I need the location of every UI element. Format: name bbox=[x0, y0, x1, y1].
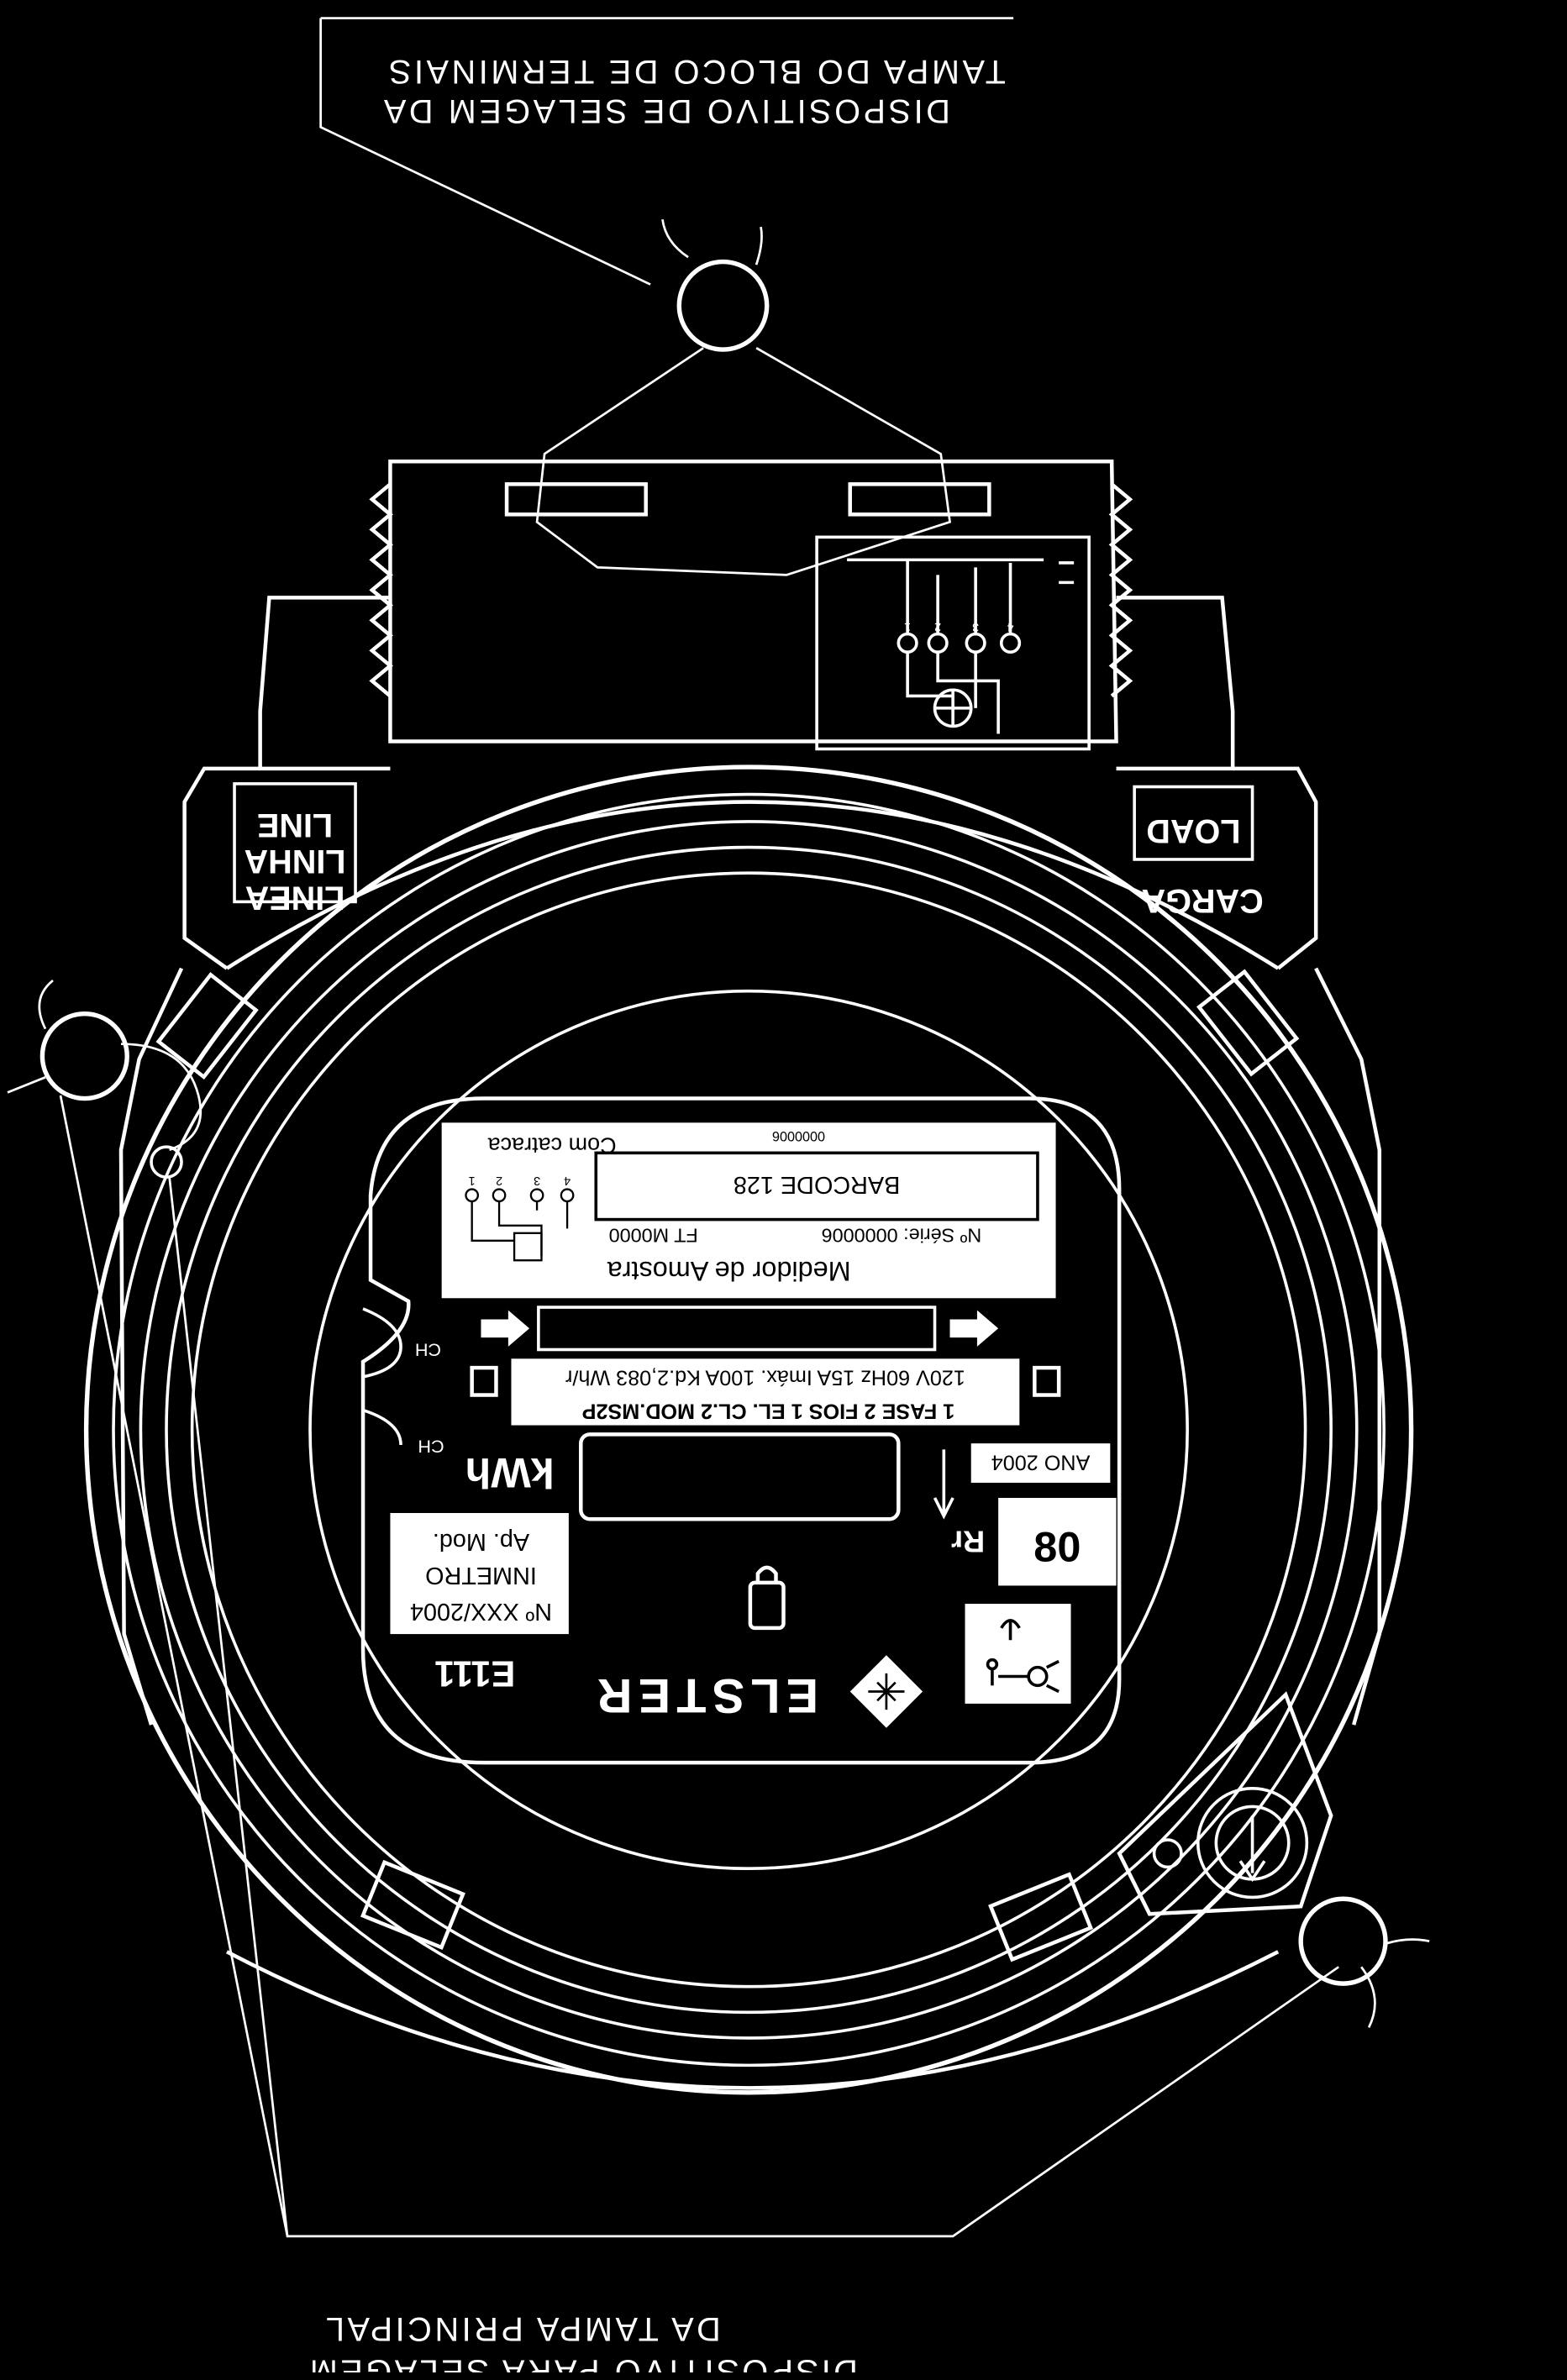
bottom-callout-line1: DA TAMPA PRINCIPAL bbox=[323, 2310, 720, 2347]
register-window bbox=[579, 1432, 901, 1521]
year-text: ANO 2004 bbox=[991, 1451, 1091, 1474]
ch-label-1: CH bbox=[415, 1339, 441, 1360]
meter-face: CH CH Com catraca 0000006 BARCODE 128 FT… bbox=[360, 620, 1122, 1765]
right-test-square bbox=[1033, 1365, 1061, 1397]
inmetro-line2: INMETRO bbox=[425, 1562, 537, 1589]
unit-label: kWh bbox=[465, 1449, 554, 1497]
ratings-panel bbox=[511, 1358, 1020, 1426]
rr-panel bbox=[998, 1497, 1117, 1586]
wiring-num-4: 4 bbox=[564, 1174, 571, 1187]
barcode-text: BARCODE 128 bbox=[734, 1171, 900, 1198]
rr-value: 80 bbox=[1033, 1523, 1081, 1571]
terminal-housing bbox=[182, 460, 1318, 970]
terminal-num-1: 1 bbox=[904, 620, 911, 633]
top-seal bbox=[535, 218, 952, 576]
terminal-num-4: 4 bbox=[1007, 620, 1014, 633]
line-label-1: LINE bbox=[257, 806, 333, 843]
cover-rings bbox=[83, 764, 1414, 2095]
rotor-window bbox=[537, 1306, 937, 1352]
model-text: E111 bbox=[434, 1652, 515, 1693]
top-callout-line2: DISPOSITIVO DE SELAGEM DA bbox=[381, 92, 950, 129]
right-seal bbox=[1117, 1691, 1430, 2028]
register-arrow-icon bbox=[933, 1449, 954, 1520]
terminal-diagram bbox=[815, 535, 1091, 751]
inmetro-panel bbox=[390, 1513, 569, 1635]
inmetro-line3: Nº XXX/2004 bbox=[410, 1598, 552, 1625]
load-label-1: LOAD bbox=[1146, 812, 1240, 849]
switch-icon bbox=[986, 1619, 1060, 1694]
wiring-num-3: 3 bbox=[534, 1174, 540, 1187]
switch-panel bbox=[965, 1604, 1071, 1704]
left-seal bbox=[7, 979, 202, 1179]
ch-label-2: CH bbox=[418, 1437, 444, 1458]
bottom-callout-line2: DISPOSITIVO PARA SELAGEM bbox=[307, 2353, 858, 2372]
serial-small: 0000006 bbox=[772, 1128, 825, 1143]
line-label: LINE LINHA LINEA bbox=[233, 782, 357, 916]
arrow-right-icon bbox=[949, 1310, 999, 1347]
inmetro-line1: Ap. Mod. bbox=[433, 1528, 529, 1555]
brand-logo: ELSTER bbox=[592, 1668, 818, 1722]
year-panel bbox=[970, 1443, 1111, 1483]
barcode-box bbox=[594, 1151, 1039, 1222]
ratings-text: 120V 60Hz 15A Imáx. 100A Kd.2,083 Wh/r bbox=[565, 1366, 965, 1390]
terminal-num-3: 3 bbox=[972, 620, 979, 633]
terminal-num-2: 2 bbox=[934, 620, 941, 633]
padlock-icon bbox=[748, 1565, 786, 1631]
wiring-num-2: 2 bbox=[496, 1174, 502, 1187]
ft-text: FT M0000 bbox=[609, 1224, 698, 1246]
top-callout: TAMPA DO BLOCO DE TERMINAIS DISPOSITIVO … bbox=[319, 17, 1014, 286]
left-test-square bbox=[470, 1365, 498, 1397]
line-label-2: LINHA bbox=[245, 843, 346, 880]
arrow-left-icon bbox=[481, 1310, 530, 1347]
phase-text: 1 FASE 2 FIOS 1 EL. CL.2 MOD.MS2P bbox=[582, 1399, 955, 1422]
serie-text: Nº Série: 0000006 bbox=[822, 1224, 982, 1246]
top-callout-line1: TAMPA DO BLOCO DE TERMINAIS bbox=[386, 53, 1006, 90]
wiring-diagram bbox=[465, 1188, 575, 1262]
meter-title: Medidor de Amostra bbox=[607, 1256, 851, 1286]
brand-diamond-icon bbox=[849, 1655, 923, 1728]
wiring-num-1: 1 bbox=[469, 1174, 476, 1187]
rr-label: Rr bbox=[951, 1525, 985, 1559]
